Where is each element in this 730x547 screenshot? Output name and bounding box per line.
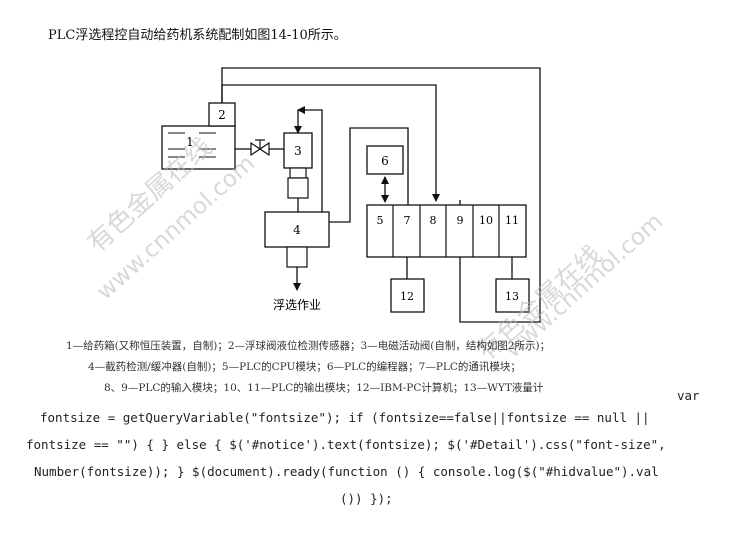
module-11-label: 11 [505, 214, 519, 227]
solenoid-valve-3: 3 [283, 132, 313, 212]
float-sensor-2: 2 [208, 102, 236, 127]
sensor-to-input-line [221, 84, 440, 202]
sensor-label: 2 [218, 108, 226, 122]
module-9-label: 9 [457, 214, 464, 227]
code-line-2: fontsize = getQueryVariable("fontsize");… [40, 410, 650, 425]
manual-valve-icon [250, 139, 270, 157]
code-line-4: Number(fontsize)); } $(document).ready(f… [34, 464, 659, 479]
detector-signal-line [329, 127, 409, 223]
legend-line-3: 8、9—PLC的输入模块；10、11—PLC的输出模块；12—IBM-PC计算机… [104, 382, 544, 394]
programmer-6: 6 [366, 145, 404, 175]
module-10-label: 10 [479, 214, 493, 227]
pc-12: 12 [390, 278, 425, 313]
flotation-output-label: 浮选作业 [273, 298, 321, 312]
legend-line-2: 4—截药检测/缓冲器(自制)；5—PLC的CPU模块；6—PLC的编程器；7—P… [88, 361, 521, 373]
pc-label: 12 [400, 290, 414, 303]
detector-label: 4 [293, 223, 301, 237]
module-7-label: 7 [404, 214, 411, 227]
valve-label: 3 [294, 144, 302, 158]
programmer-label: 6 [381, 154, 389, 168]
tank-label: 1 [186, 135, 194, 149]
module-8-label: 8 [430, 214, 437, 227]
wyt-13: 13 [495, 278, 530, 313]
module-5-label: 5 [377, 214, 384, 227]
wyt-label: 13 [505, 290, 519, 303]
valve-control-line [294, 106, 323, 212]
code-line-1: var [677, 388, 700, 403]
outer-feedback-line [221, 67, 541, 323]
tank-1: 1 [161, 125, 236, 170]
plc-rack: 5 7 8 9 10 11 [366, 204, 527, 258]
code-line-3: fontsize == "") { } else { $('#notice').… [26, 437, 666, 452]
code-line-5: ()) }); [340, 491, 393, 506]
detector-4: 4 [264, 211, 330, 291]
legend-line-1: 1—给药箱(又称恒压装置，自制)；2—浮球阀液位检测传感器；3—电磁活动阀(自制… [66, 340, 551, 352]
page-heading: PLC浮选程控自动给药机系统配制如图14-10所示。 [48, 28, 347, 43]
